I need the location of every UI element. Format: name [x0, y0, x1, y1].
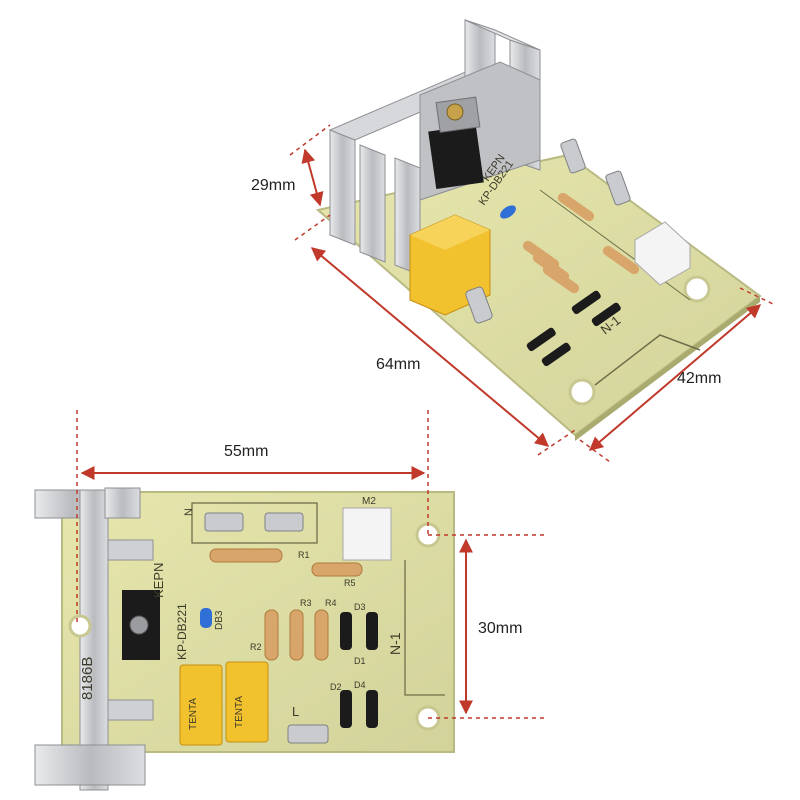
spade-terminal: [204, 512, 244, 532]
cap-brand-label: TENTA: [188, 698, 199, 730]
d3-label: D3: [354, 602, 366, 612]
spade-terminal: [605, 170, 631, 206]
r1-label: R1: [298, 550, 310, 560]
dim-ext: [294, 214, 331, 241]
dim-line-64mm: [310, 247, 550, 447]
triac: [428, 124, 484, 190]
silk-box: [191, 502, 318, 544]
bottom-resistors: [209, 548, 363, 661]
dim-label-30mm: 30mm: [478, 620, 523, 637]
spade-terminal: [560, 138, 586, 174]
spade-terminal: [287, 724, 329, 744]
cap-brand-label: TENTA: [234, 696, 245, 728]
model-label: 8186B: [79, 657, 96, 700]
d4-label: D4: [354, 680, 366, 690]
diac-ref-label: DB3: [214, 610, 225, 630]
d1-label: D1: [354, 656, 366, 666]
terminal-n-label: N: [183, 508, 195, 516]
dim-ext: [579, 439, 611, 463]
r4-label: R4: [325, 598, 337, 608]
diac-label: KP-DB221: [175, 603, 189, 660]
top-board-view: KP-DB221 KEPN N-1: [289, 19, 776, 463]
mount-hole: [568, 378, 596, 406]
connector-label: N-1: [387, 632, 403, 655]
dim-label-42mm: 42mm: [677, 370, 722, 387]
white-connector: [634, 221, 691, 286]
mount-hole: [683, 275, 711, 303]
brand-label: KEPN: [151, 563, 166, 598]
mount-hole: [68, 614, 92, 638]
dim-label-29mm: 29mm: [251, 177, 296, 194]
r3-label: R3: [300, 598, 312, 608]
spade-terminal: [264, 512, 304, 532]
dim-ext: [289, 124, 331, 156]
silk-outline: [404, 560, 445, 696]
r5-label: R5: [344, 578, 356, 588]
bottom-diodes: [340, 612, 378, 728]
terminal-l-label: L: [292, 704, 299, 719]
dim-label-55mm: 55mm: [224, 443, 269, 460]
triac-screw: [446, 103, 464, 121]
bottom-capacitors: TENTA TENTA: [179, 661, 269, 746]
diac: [500, 205, 516, 219]
dim-line-29mm: [301, 148, 324, 207]
bottom-heatsink: [34, 487, 154, 791]
dim-label-64mm: 64mm: [376, 356, 421, 373]
connector-ref-label: M2: [362, 496, 376, 507]
r2-label: R2: [250, 642, 262, 652]
white-connector: [342, 507, 392, 561]
dim-ext: [739, 287, 776, 306]
diac: [200, 608, 212, 628]
triac-screw: [129, 615, 149, 635]
d2-label: D2: [330, 682, 342, 692]
bottom-board-view: 8186B KEPN KP-DB221 DB3 TENTA TENTA M2 R…: [34, 410, 548, 791]
dim-line-42mm: [588, 304, 762, 451]
